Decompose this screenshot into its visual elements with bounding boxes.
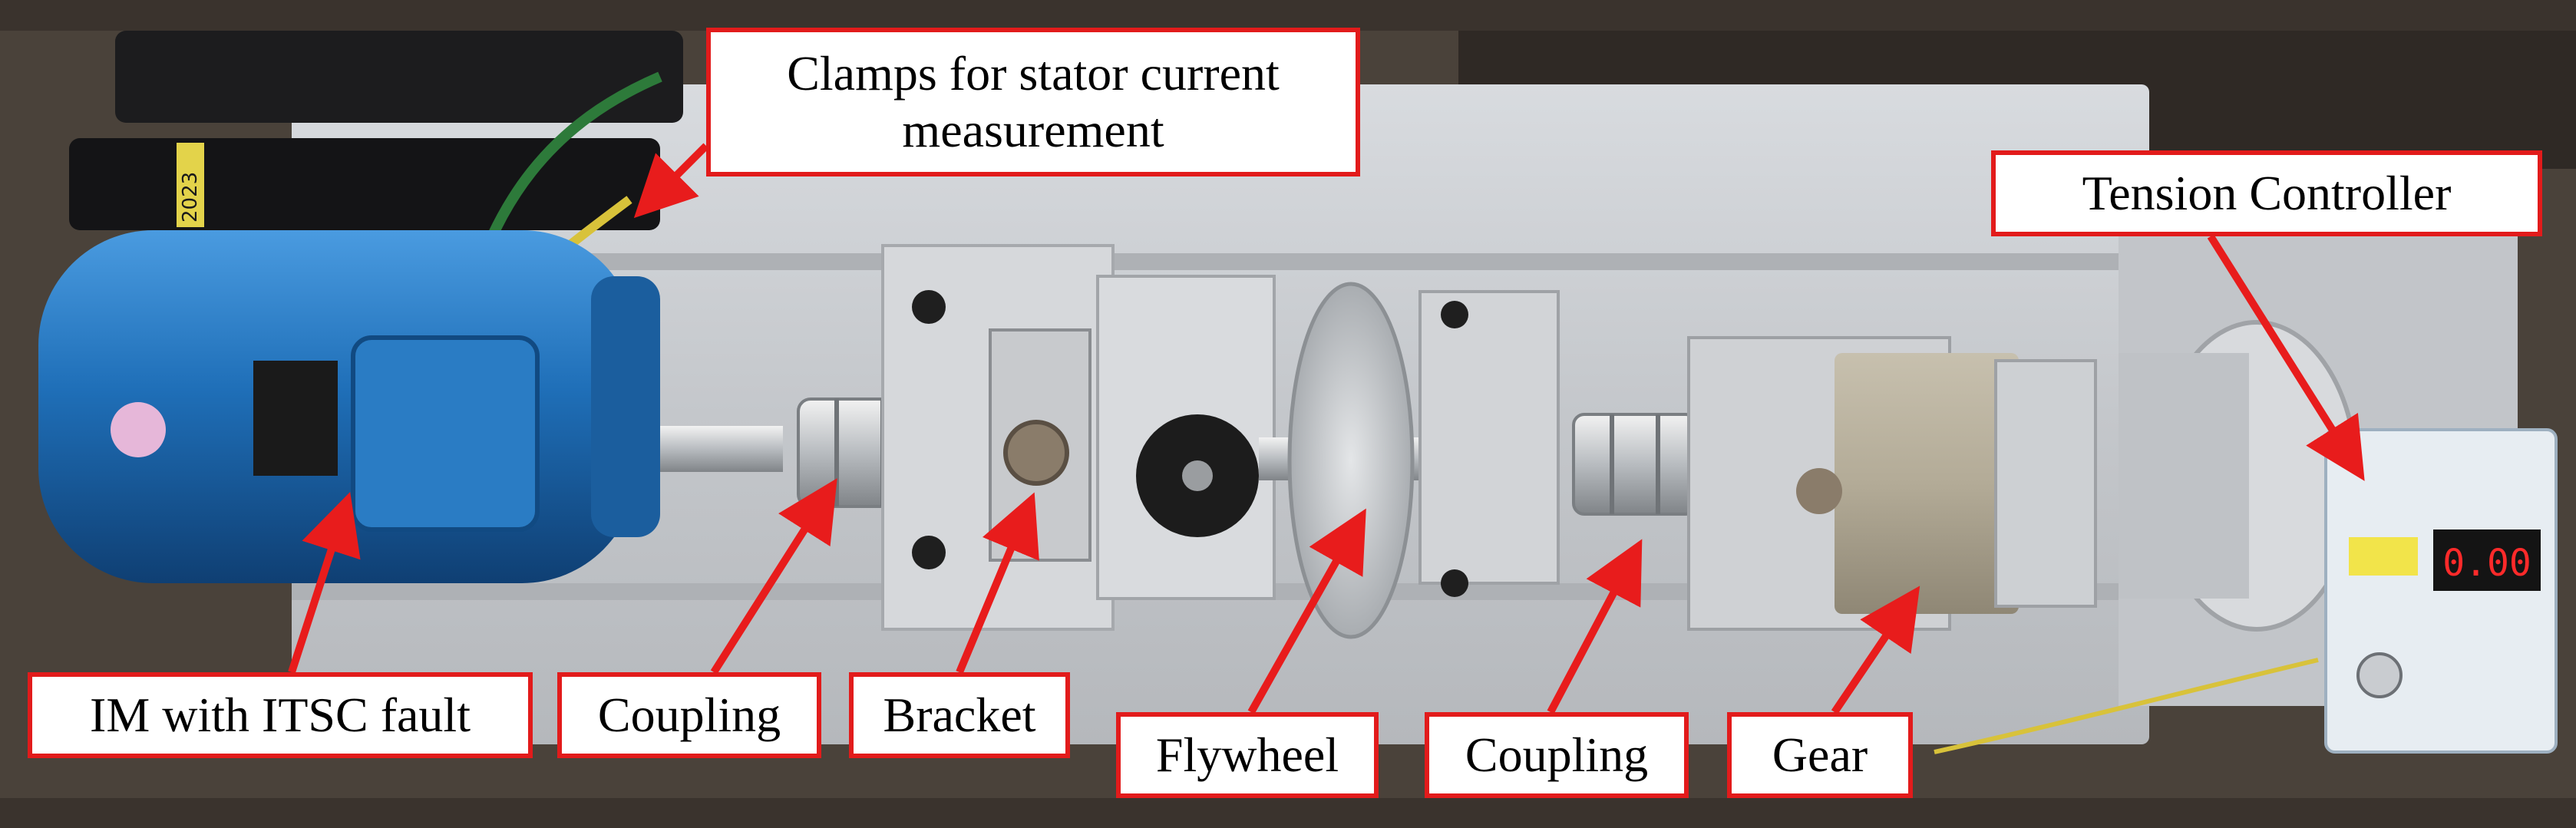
motor-terminal-box — [351, 335, 540, 532]
arrow-im — [288, 491, 361, 674]
right-stand — [1418, 290, 1560, 585]
label-bracket: Bracket — [849, 672, 1070, 758]
label-im-itsc-fault: IM with ITSC fault — [28, 672, 533, 758]
controller-knob — [2356, 652, 2403, 698]
coupling-right — [1572, 413, 1698, 516]
gear-housing — [1835, 353, 2019, 614]
gear-hub — [1796, 468, 1842, 514]
motor-hologram — [111, 402, 166, 457]
plate-rail-top — [292, 253, 2149, 270]
callout-arrows — [288, 143, 2365, 714]
label-flywheel: Flywheel — [1116, 712, 1379, 798]
clamp-lower — [69, 138, 660, 230]
bracket-screw-2 — [912, 536, 946, 569]
arrow-tension — [2207, 234, 2365, 481]
motor-nameplate — [253, 361, 338, 476]
arrow-flywheel — [1247, 508, 1366, 714]
arrow-clamps — [633, 143, 709, 219]
arrow-gear — [1831, 586, 1920, 714]
flywheel — [1287, 282, 1415, 639]
motor-output-shaft — [660, 426, 783, 472]
arrow-coupling-left — [710, 478, 837, 675]
bracket-screw-1 — [912, 290, 946, 324]
motor-endcap — [591, 276, 660, 537]
arrow-coupling-right — [1547, 539, 1643, 714]
yellow-wire — [1934, 658, 2319, 754]
arrow-bracket — [956, 492, 1039, 674]
controller-display-panel — [2433, 529, 2541, 591]
label-tension-controller: Tension Controller — [1991, 150, 2542, 236]
gear-end — [1994, 359, 2097, 608]
label-coupling-left: Coupling — [557, 672, 821, 758]
clamp-upper — [115, 31, 683, 123]
label-coupling-right: Coupling — [1425, 712, 1689, 798]
clamp-tag-text: 2023 — [179, 172, 202, 223]
controller-yellow-strip — [2349, 537, 2418, 576]
label-gear: Gear — [1727, 712, 1913, 798]
bracket-bearing — [1003, 420, 1069, 486]
controller-display: 0.00 — [2442, 542, 2531, 585]
clamp-tag — [177, 143, 204, 227]
brake-body — [2119, 353, 2249, 599]
label-clamps: Clamps for stator current measurement — [706, 28, 1360, 176]
